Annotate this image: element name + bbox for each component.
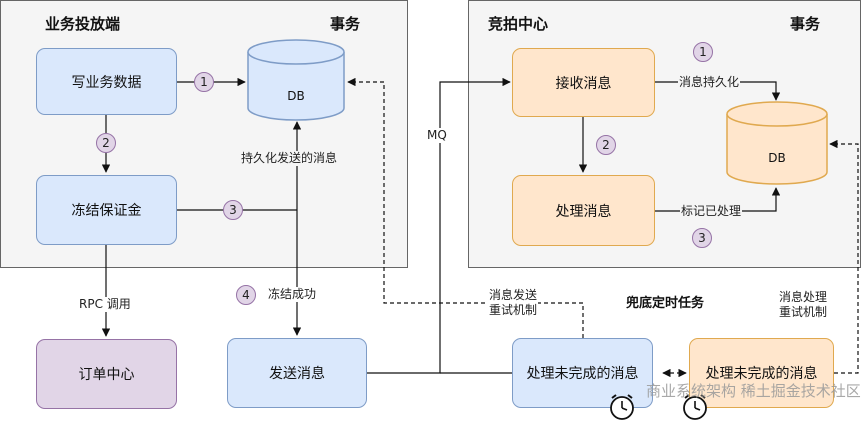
step-badge-3-right: 3 (692, 228, 712, 248)
process-message-box: 处理消息 (512, 175, 655, 246)
auction-center-title: 竞拍中心 (488, 15, 549, 33)
step-badge-1-left: 1 (194, 72, 214, 92)
watermark-text: 商业系统架构 稀土掘金技术社区 (646, 382, 861, 400)
auction-center-transaction-tag: 事务 (790, 15, 821, 33)
receive-message-box: 接收消息 (512, 48, 655, 117)
freeze-success-label: 冻结成功 (267, 287, 318, 302)
step-badge-1-right: 1 (693, 42, 713, 62)
send-retry-label: 消息发送 重试机制 (488, 288, 539, 318)
step-badge-2-right: 2 (596, 135, 616, 155)
message-persist-label: 消息持久化 (678, 75, 741, 90)
step-badge-2-left: 2 (96, 133, 116, 153)
freeze-deposit-box: 冻结保证金 (36, 175, 177, 245)
send-message-box: 发送消息 (227, 338, 367, 408)
step-badge-4-left: 4 (236, 285, 256, 305)
rpc-call-label: RPC 调用 (78, 297, 132, 312)
write-business-data-box: 写业务数据 (36, 48, 177, 115)
order-center-box: 订单中心 (36, 339, 177, 409)
alarm-clock-icon (610, 394, 634, 420)
left-db-cylinder (247, 39, 345, 121)
fallback-scheduled-task-label: 兜底定时任务 (626, 296, 705, 311)
process-retry-label: 消息处理 重试机制 (778, 290, 829, 320)
process-unfinished-right-box: 处理未完成的消息 (689, 338, 834, 408)
step-badge-3-left: 3 (223, 200, 243, 220)
right-db-label: DB (768, 151, 786, 165)
persist-sent-message-label: 持久化发送的消息 (240, 151, 339, 166)
mark-processed-label: 标记已处理 (680, 204, 743, 219)
right-db-cylinder (726, 101, 828, 185)
alarm-clock-icon (683, 394, 707, 420)
business-side-title: 业务投放端 (45, 15, 121, 33)
business-side-transaction-tag: 事务 (330, 15, 361, 33)
mq-label: MQ (426, 128, 448, 143)
left-db-label: DB (287, 89, 305, 103)
